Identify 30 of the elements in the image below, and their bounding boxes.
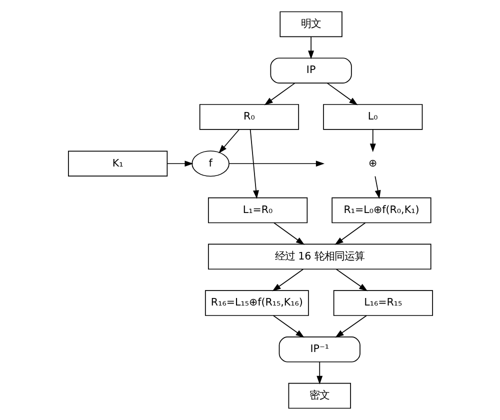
arrow xyxy=(316,362,322,384)
node-box: L₁₆=R₁₅ xyxy=(332,290,432,316)
arrow xyxy=(166,160,193,167)
arrow xyxy=(308,36,314,60)
node-box: R₁₆=L₁₅⊕f(R₁₅,K₁₆) xyxy=(204,290,308,316)
arrow xyxy=(326,82,358,106)
node-box: IP⁻¹ xyxy=(278,336,360,362)
node-box: L₀ xyxy=(322,104,422,130)
arrow xyxy=(374,176,380,199)
arrow xyxy=(264,82,295,106)
arrow xyxy=(228,160,324,167)
arrow xyxy=(335,268,368,292)
arrow xyxy=(272,315,304,338)
arrow xyxy=(273,222,304,245)
node-box: K₁ xyxy=(68,150,168,177)
node-box: R₁=L₀⊕f(R₀,K₁) xyxy=(331,197,431,224)
node-box: R₀ xyxy=(198,104,299,130)
node-ellipse: f xyxy=(191,150,229,177)
node-box: IP xyxy=(270,58,352,84)
arrow xyxy=(369,129,376,152)
arrow xyxy=(272,268,304,292)
arrow xyxy=(218,129,239,154)
node-text: ⊕ xyxy=(368,157,377,170)
arrow xyxy=(249,128,258,199)
node-box: 明文 xyxy=(279,11,342,38)
node-box: 经过 16 轮相同运算 xyxy=(207,244,431,270)
arrow xyxy=(334,315,366,338)
node-box: 密文 xyxy=(288,382,350,409)
node-box: L₁=R₀ xyxy=(207,197,308,224)
arrow xyxy=(334,222,366,245)
